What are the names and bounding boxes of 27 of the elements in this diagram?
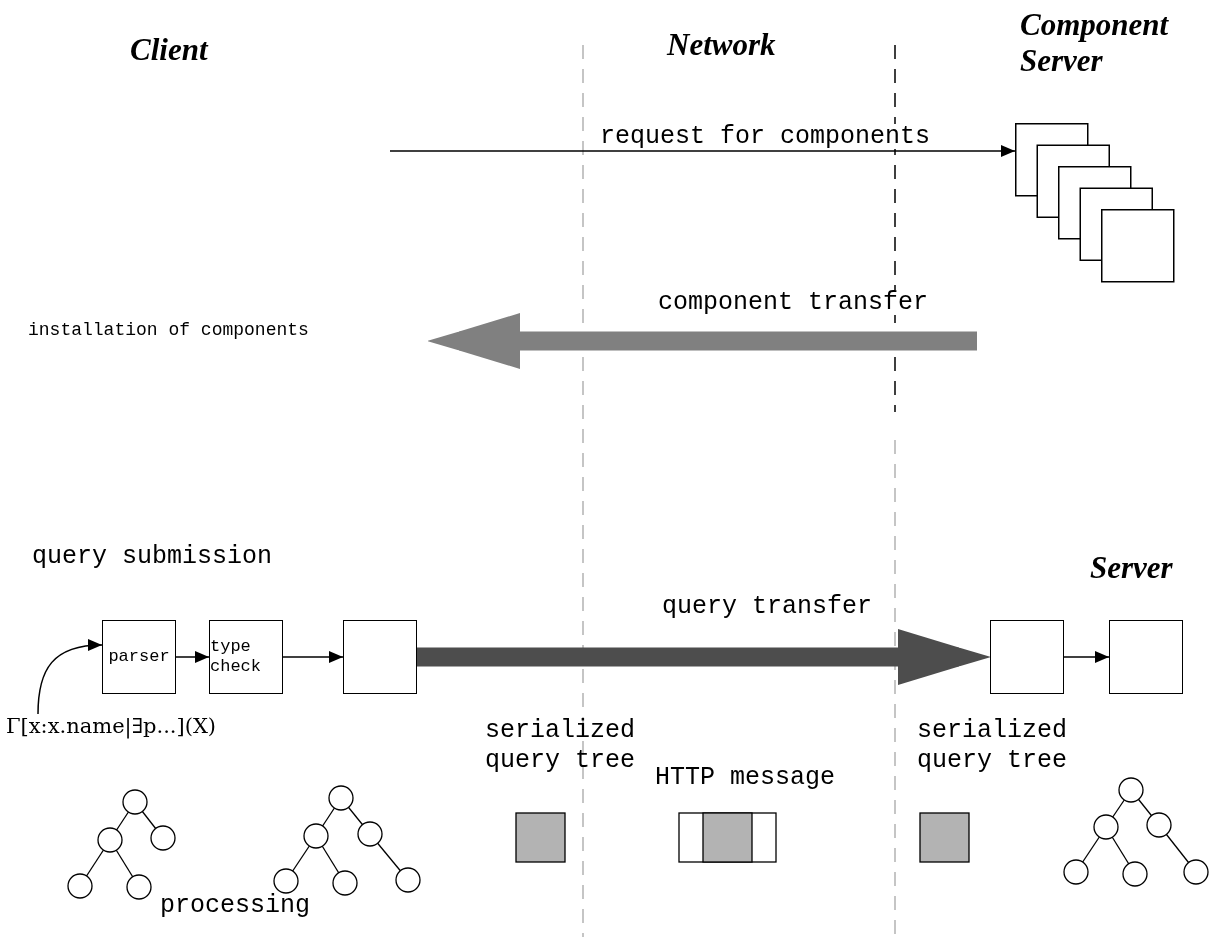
edge-label: component transfer	[658, 290, 929, 315]
arrow	[37, 639, 103, 715]
transfer-arrow	[428, 313, 977, 369]
empty-box	[343, 620, 417, 694]
lane-heading: Client	[130, 32, 208, 68]
edge-label: request for components	[600, 124, 931, 149]
query-expression: Γ[x:x.name|∃p...](X)	[6, 714, 266, 748]
process-box: parser	[102, 620, 176, 694]
edge-label: query transfer	[662, 594, 873, 619]
component-stack-drawing	[1015, 123, 1175, 283]
lane-heading: Component Server	[1020, 7, 1170, 79]
empty-box	[990, 620, 1064, 694]
empty-box	[1109, 620, 1183, 694]
lane-heading: Server	[1090, 550, 1173, 586]
data-label: HTTP message	[655, 763, 836, 793]
step-label: installation of components	[28, 320, 428, 350]
arrow	[175, 651, 210, 663]
arrow	[282, 651, 344, 663]
arrow	[389, 145, 1016, 157]
step-label: query submission	[32, 542, 273, 572]
arrow	[1063, 651, 1110, 663]
data-label: serialized query tree	[917, 716, 1069, 776]
data-label: serialized query tree	[485, 716, 637, 776]
process-box: type check	[209, 620, 283, 694]
lane-heading: Network	[667, 27, 776, 63]
step-label: processing	[160, 891, 311, 921]
transfer-arrow	[417, 629, 990, 685]
